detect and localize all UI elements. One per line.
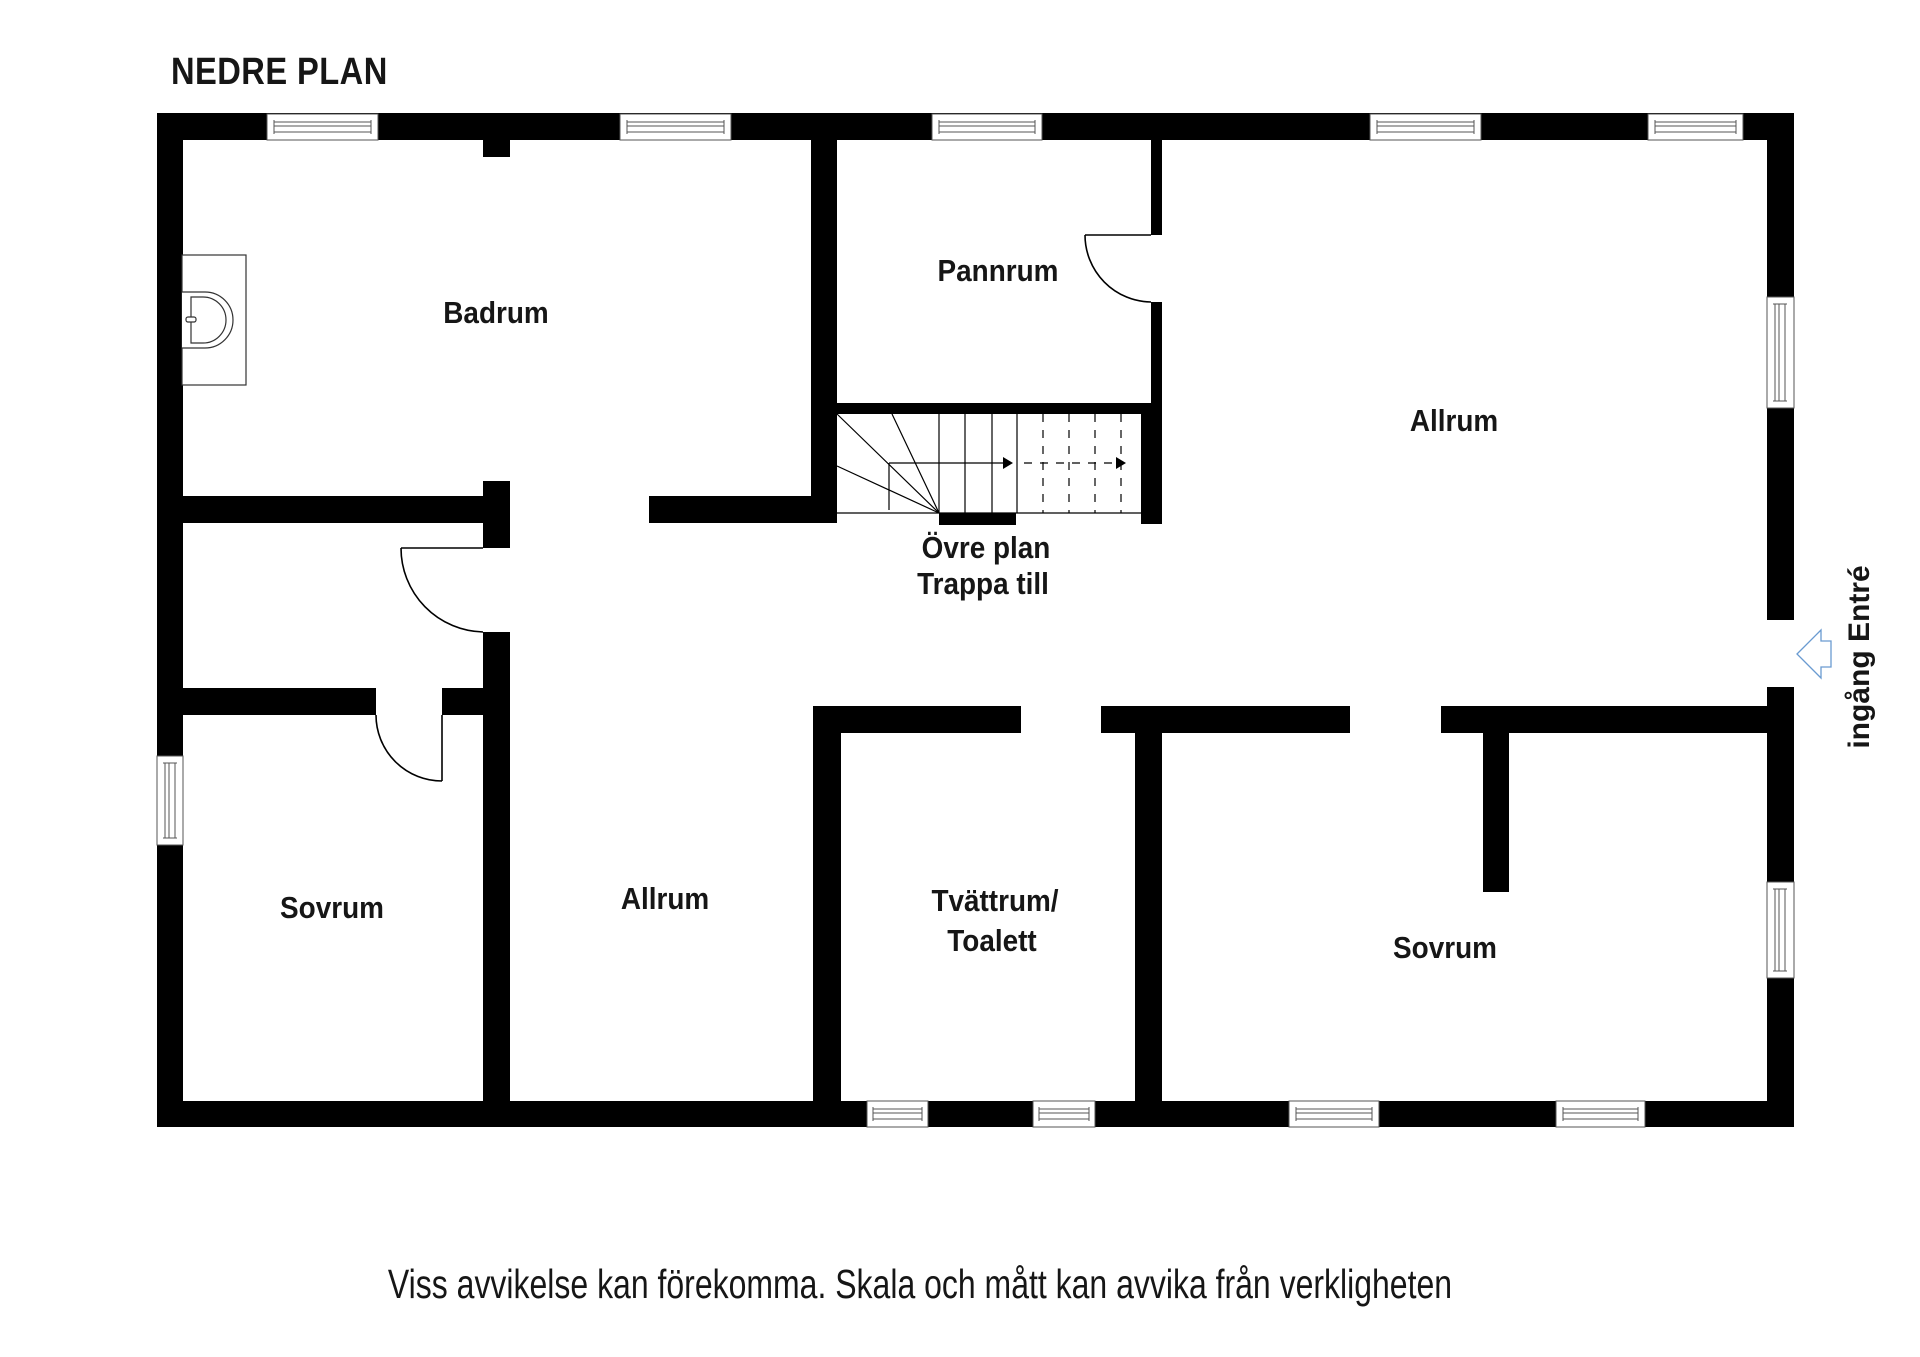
window-bottom-4 (1555, 1100, 1646, 1128)
window-bottom-1 (866, 1100, 929, 1128)
window-top-4 (1369, 113, 1482, 141)
entrance-label: ingång Entré (1843, 565, 1876, 749)
plan-title: NEDRE PLAN (171, 51, 388, 93)
window-left-1 (156, 755, 184, 846)
disclaimer-text: Viss avvikelse kan förekomma. Skala och … (387, 1261, 1453, 1307)
entrance-arrow-icon (1796, 628, 1832, 680)
window-right-2 (1766, 881, 1795, 979)
doors (375, 234, 1152, 782)
room-label-sovrum-right: Sovrum (1393, 930, 1497, 965)
window-bottom-2 (1032, 1100, 1096, 1128)
staircase (836, 413, 1141, 514)
room-label-tvattrum-line2: Toalett (947, 923, 1037, 958)
window-right-1 (1766, 296, 1795, 409)
room-label-stairs-line1: Övre plan (921, 530, 1051, 565)
room-label-tvattrum-line1: Tvättrum/ (931, 883, 1059, 918)
room-label-sovrum-left: Sovrum (280, 890, 384, 925)
room-label-stairs-line2: Trappa till (917, 566, 1049, 601)
windows (156, 113, 1795, 1128)
door-hall-storage (400, 547, 484, 633)
window-top-1 (266, 113, 379, 141)
room-label-allrum-upper: Allrum (1409, 403, 1499, 438)
window-bottom-3 (1288, 1100, 1380, 1128)
window-top-3 (931, 113, 1043, 141)
room-label-pannrum: Pannrum (937, 253, 1059, 288)
room-label-allrum-lower: Allrum (620, 881, 710, 916)
door-pannrum (1084, 234, 1152, 303)
stair-arrow-icon (1003, 457, 1013, 469)
sink-icon (181, 254, 247, 386)
window-top-5 (1647, 113, 1744, 141)
interior-walls (182, 139, 1768, 1102)
room-label-badrum: Badrum (443, 295, 549, 330)
stair-arrow-dashed-icon (1116, 457, 1126, 469)
door-sovrum-left (375, 714, 443, 782)
window-top-2 (619, 113, 732, 141)
